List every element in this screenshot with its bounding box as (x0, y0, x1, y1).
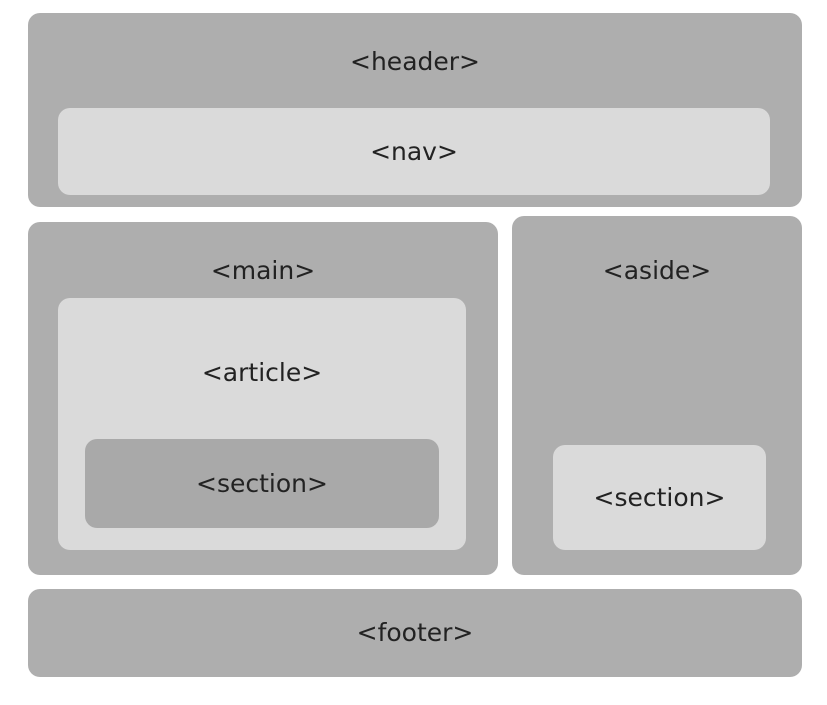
nav-box: <nav> (58, 108, 770, 195)
aside-box: <aside> <section> (512, 216, 802, 575)
aside-section-label: <section> (593, 482, 726, 512)
article-box: <article> <section> (58, 298, 466, 550)
nav-label: <nav> (370, 136, 458, 166)
main-section-box: <section> (85, 439, 439, 528)
header-box: <header> <nav> (28, 13, 802, 207)
main-label: <main> (210, 256, 316, 285)
main-section-label: <section> (196, 468, 328, 498)
article-label: <article> (201, 358, 323, 387)
footer-box: <footer> (28, 589, 802, 677)
header-label: <header> (350, 47, 480, 76)
footer-label: <footer> (356, 618, 474, 647)
main-box: <main> <article> <section> (28, 222, 498, 575)
aside-label: <aside> (602, 256, 712, 285)
aside-section-box: <section> (553, 445, 766, 550)
